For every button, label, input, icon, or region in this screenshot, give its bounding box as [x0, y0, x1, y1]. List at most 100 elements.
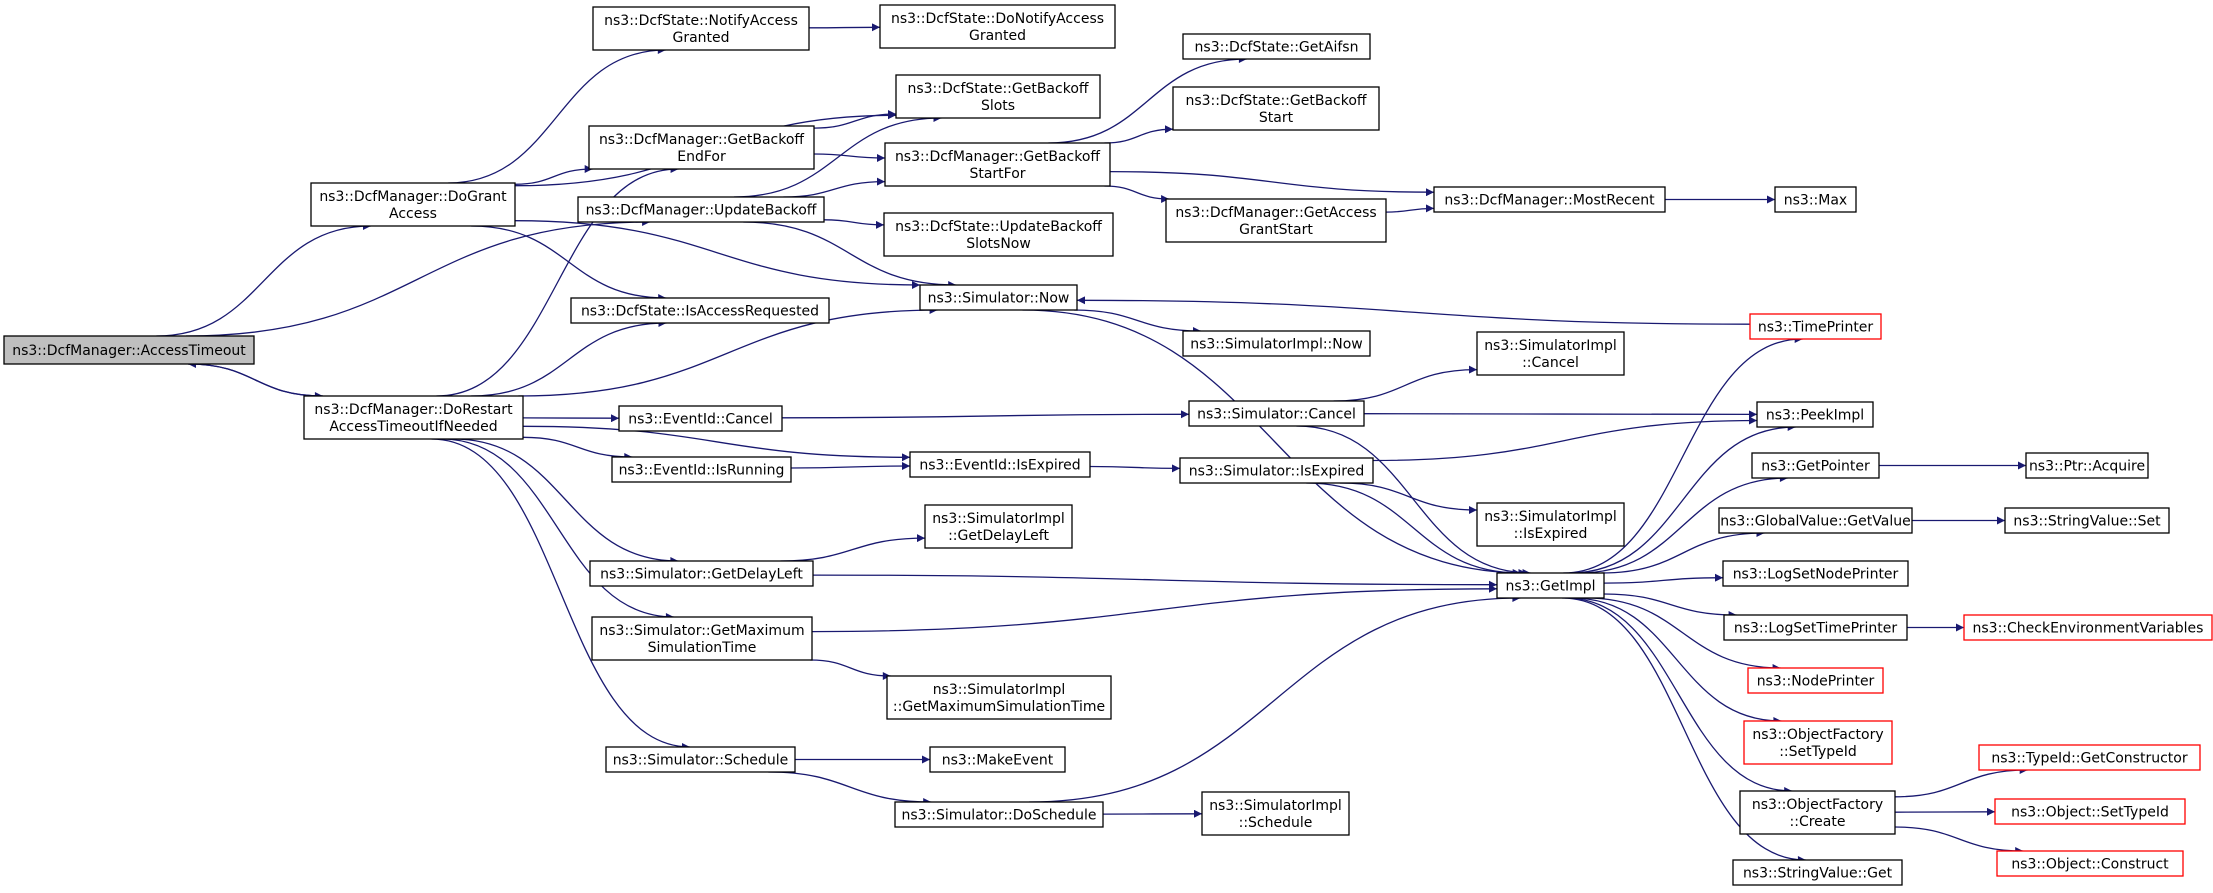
- graph-node[interactable]: ns3::DcfManager::UpdateBackoff: [577, 196, 825, 223]
- edge-line: [1109, 170, 1435, 197]
- node-box: [1182, 330, 1371, 357]
- graph-node[interactable]: ns3::Simulator::Schedule: [605, 746, 796, 773]
- edge-n26-n23: [1372, 416, 1758, 462]
- node-label: ns3::StringValue::Get: [1743, 866, 1893, 882]
- edge-n31-n30: [780, 534, 926, 562]
- node-box: [1751, 452, 1880, 479]
- graph-node[interactable]: ns3::GetPointer: [1751, 452, 1880, 479]
- node-box: [884, 142, 1111, 187]
- node-label: ns3::LogSetNodePrinter: [1733, 567, 1899, 583]
- edge-n42-n46: [768, 771, 932, 806]
- edge-line: [810, 659, 891, 680]
- graph-node[interactable]: ns3::DcfManager::MostRecent: [1433, 186, 1666, 213]
- graph-node[interactable]: ns3::Object::Construct: [1996, 850, 2184, 877]
- node-label: ns3::SimulatorImpl: [1484, 509, 1617, 525]
- edge-line: [1569, 423, 1796, 574]
- edge-line: [1339, 482, 1478, 514]
- graph-node[interactable]: ns3::ObjectFactory::Create: [1739, 790, 1896, 835]
- edge-n45-n49: [1894, 826, 2024, 855]
- node-label: ns3::MakeEvent: [942, 753, 1054, 769]
- graph-node[interactable]: ns3::Max: [1774, 186, 1857, 213]
- node-label: ns3::DcfManager::GetBackoff: [599, 132, 804, 148]
- edge-line: [812, 574, 1498, 589]
- node-label: ns3::SimulatorImpl: [1209, 798, 1342, 814]
- graph-node[interactable]: ns3::EventId::IsRunning: [611, 456, 792, 483]
- graph-node[interactable]: ns3::Simulator::DoSchedule: [894, 801, 1104, 828]
- nodes-layer: ns3::DcfManager::AccessTimeoutns3::DcfMa…: [3, 4, 2213, 886]
- graph-node[interactable]: ns3::PeekImpl: [1756, 401, 1874, 428]
- edge-n32-n28: [1578, 474, 1788, 574]
- edge-line: [1578, 474, 1788, 574]
- edge-n16-n17: [1385, 204, 1435, 213]
- graph-node[interactable]: ns3::Simulator::IsExpired: [1179, 457, 1374, 484]
- edge-line: [1104, 185, 1170, 203]
- graph-node[interactable]: ns3::Simulator::GetDelayLeft: [589, 560, 814, 587]
- graph-node[interactable]: ns3::DcfManager::AccessTimeout: [3, 335, 255, 365]
- graph-node[interactable]: ns3::Ptr::Acquire: [2025, 452, 2149, 479]
- graph-node[interactable]: ns3::NodePrinter: [1747, 667, 1884, 694]
- edge-line: [1894, 766, 2028, 798]
- node-label: ns3::GetPointer: [1761, 459, 1870, 475]
- node-label: SlotsNow: [966, 236, 1031, 252]
- edge-line: [185, 218, 651, 337]
- graph-node[interactable]: ns3::MakeEvent: [929, 746, 1066, 773]
- graph-node[interactable]: ns3::DcfState::IsAccessRequested: [570, 297, 830, 324]
- graph-node[interactable]: ns3::EventId::IsExpired: [909, 451, 1091, 478]
- graph-node[interactable]: ns3::StringValue::Set: [2004, 507, 2170, 534]
- graph-node[interactable]: ns3::DcfManager::DoRestartAccessTimeoutI…: [303, 395, 524, 440]
- node-box: [1963, 614, 2213, 641]
- graph-node[interactable]: ns3::SimulatorImpl::Now: [1182, 330, 1371, 357]
- graph-node[interactable]: ns3::SimulatorImpl::GetDelayLeft: [924, 504, 1073, 549]
- graph-node[interactable]: ns3::GlobalValue::GetValue: [1718, 507, 1913, 534]
- node-label: ns3::DcfManager::AccessTimeout: [12, 343, 246, 359]
- node-box: [2004, 507, 2170, 534]
- graph-node[interactable]: ns3::Simulator::Cancel: [1188, 400, 1365, 427]
- edge-line: [1585, 597, 1781, 672]
- edge-n3-n25: [522, 425, 911, 462]
- node-label: EndFor: [677, 149, 726, 165]
- edge-n8-n16: [1104, 185, 1170, 203]
- edge-n32-n35: [1603, 573, 1724, 584]
- graph-node[interactable]: ns3::LogSetTimePrinter: [1723, 614, 1908, 641]
- graph-node[interactable]: ns3::Simulator::Now: [919, 284, 1078, 311]
- graph-node[interactable]: ns3::LogSetNodePrinter: [1722, 560, 1909, 587]
- node-label: Start: [1259, 110, 1294, 126]
- graph-node[interactable]: ns3::TimePrinter: [1749, 313, 1882, 340]
- edge-line: [811, 584, 1498, 633]
- graph-node[interactable]: ns3::SimulatorImpl::GetMaximumSimulation…: [886, 675, 1112, 720]
- edge-n1-n9: [185, 218, 651, 337]
- edge-n24-n25: [790, 462, 911, 471]
- graph-node[interactable]: ns3::SimulatorImpl::Schedule: [1201, 791, 1350, 836]
- node-label: ns3::Simulator::IsExpired: [1189, 464, 1365, 480]
- graph-node[interactable]: ns3::ObjectFactory::SetTypeId: [1743, 720, 1893, 765]
- node-box: [1496, 572, 1605, 599]
- graph-node[interactable]: ns3::GetImpl: [1496, 572, 1605, 599]
- node-box: [310, 182, 516, 227]
- graph-node[interactable]: ns3::EventId::Cancel: [618, 405, 783, 432]
- graph-node[interactable]: ns3::CheckEnvironmentVariables: [1963, 614, 2213, 641]
- graph-node[interactable]: ns3::Object::SetTypeId: [1994, 798, 2186, 825]
- node-label: ns3::SimulatorImpl::Now: [1190, 337, 1363, 353]
- edge-line: [518, 306, 938, 397]
- graph-node[interactable]: ns3::SimulatorImpl::Cancel: [1476, 331, 1625, 376]
- node-label: AccessTimeoutIfNeeded: [329, 419, 497, 435]
- edge-n3-n31: [453, 438, 679, 565]
- graph-node[interactable]: ns3::SimulatorImpl::IsExpired: [1476, 502, 1625, 547]
- edge-n32-n41: [1571, 597, 1782, 725]
- edge-n21-n32: [1296, 425, 1531, 577]
- edge-n12-n13: [1073, 309, 1202, 335]
- graph-node[interactable]: ns3::DcfState::GetAifsn: [1182, 33, 1371, 60]
- graph-node[interactable]: ns3::TypeId::GetConstructor: [1978, 744, 2201, 771]
- graph-node[interactable]: ns3::Simulator::GetMaximumSimulationTime: [591, 616, 813, 661]
- graph-node[interactable]: ns3::StringValue::Get: [1732, 859, 1903, 886]
- edge-line: [453, 438, 679, 565]
